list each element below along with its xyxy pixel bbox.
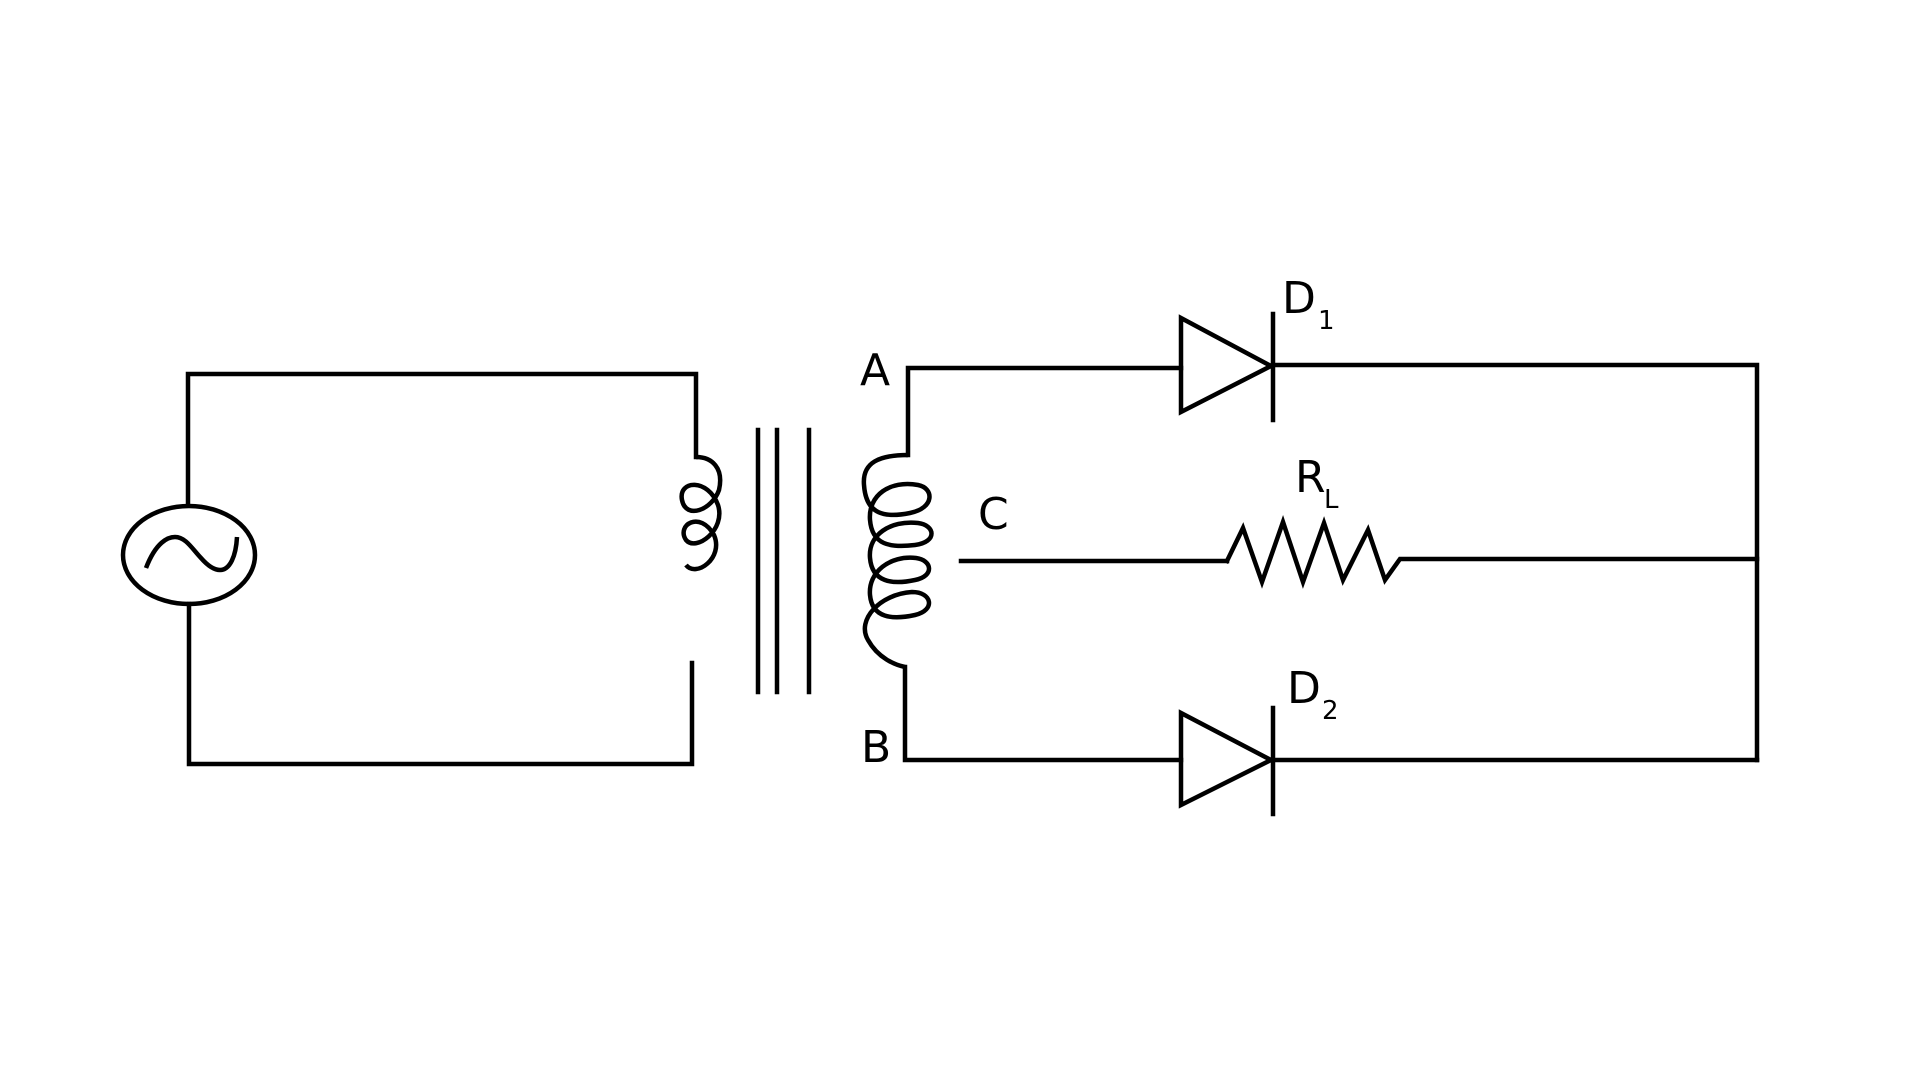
diode-d1 xyxy=(1178,311,1276,423)
diode-d1-label: D xyxy=(1282,273,1316,324)
diode-d2 xyxy=(1178,705,1276,817)
diode-d2-anode-triangle xyxy=(1178,709,1276,809)
diode-d1-anode-triangle xyxy=(1178,314,1276,416)
ac-source-circle xyxy=(120,503,258,607)
sine-wave-icon xyxy=(143,534,240,573)
secondary-coil xyxy=(861,452,934,670)
diode-d1-subscript: 1 xyxy=(1318,306,1335,336)
wire-d1-output xyxy=(1270,362,1760,763)
node-label-a: A xyxy=(860,345,890,396)
node-label-c: C xyxy=(978,489,1009,540)
primary-wire-top xyxy=(185,371,699,508)
wire-node-b xyxy=(902,664,1184,763)
wire-node-a xyxy=(905,365,1184,458)
diode-d2-subscript: 2 xyxy=(1322,696,1339,726)
diode-d2-label: D xyxy=(1287,663,1321,714)
load-resistor xyxy=(1223,515,1760,589)
ac-source xyxy=(120,503,258,607)
transformer-core xyxy=(755,427,812,695)
node-label-b: B xyxy=(861,722,891,773)
resistor-subscript: L xyxy=(1324,485,1339,515)
resistor-label: R xyxy=(1295,452,1326,503)
primary-coil xyxy=(679,454,723,572)
primary-wire-bottom xyxy=(186,601,695,767)
